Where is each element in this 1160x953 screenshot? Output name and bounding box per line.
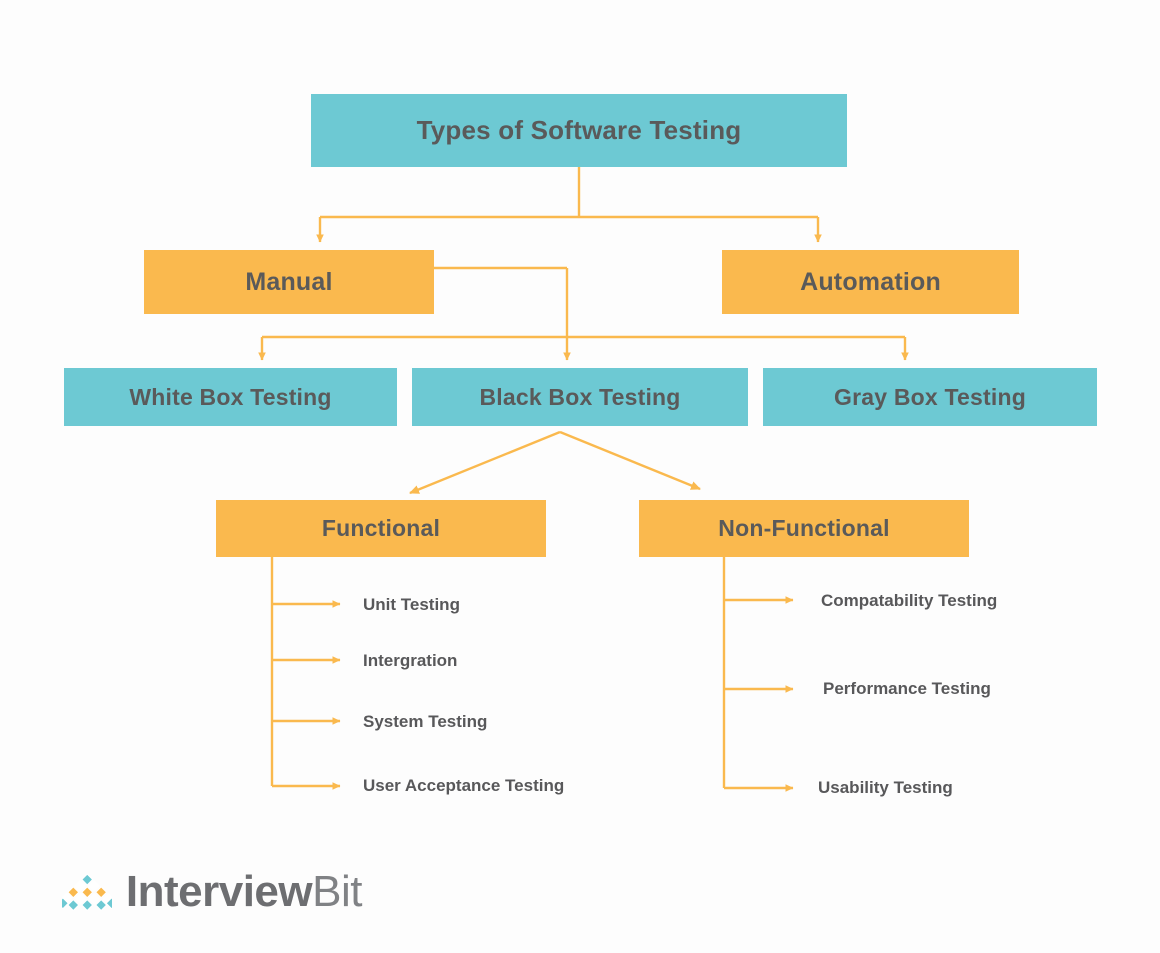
node-white-box-testing[interactable]: White Box Testing: [64, 368, 397, 426]
leaf-compatability-testing[interactable]: Compatability Testing: [821, 591, 998, 610]
diamond-grid-icon: [62, 873, 112, 912]
logo-word-interview: Interview: [125, 867, 313, 916]
node-functional[interactable]: Functional: [216, 500, 546, 557]
node-non-functional[interactable]: Non-Functional: [639, 500, 969, 557]
leaf-performance-testing[interactable]: Performance Testing: [823, 679, 991, 698]
leaf-user-acceptance-testing[interactable]: User Acceptance Testing: [363, 776, 565, 795]
leaf-unit-testing[interactable]: Unit Testing: [363, 595, 460, 614]
leaf-usability-testing[interactable]: Usability Testing: [818, 778, 953, 797]
interviewbit-logo[interactable]: InterviewBit: [62, 852, 362, 932]
leaf-intergration[interactable]: Intergration: [363, 651, 458, 670]
node-gray-box-testing[interactable]: Gray Box Testing: [763, 368, 1097, 426]
node-automation[interactable]: Automation: [722, 250, 1019, 314]
node-manual[interactable]: Manual: [144, 250, 434, 314]
node-black-box-testing[interactable]: Black Box Testing: [412, 368, 748, 426]
logo-wordmark: InterviewBit: [125, 867, 363, 916]
logo-word-bit: Bit: [312, 867, 362, 916]
node-types-of-software-testing[interactable]: Types of Software Testing: [311, 94, 847, 167]
leaf-system-testing[interactable]: System Testing: [363, 712, 488, 731]
